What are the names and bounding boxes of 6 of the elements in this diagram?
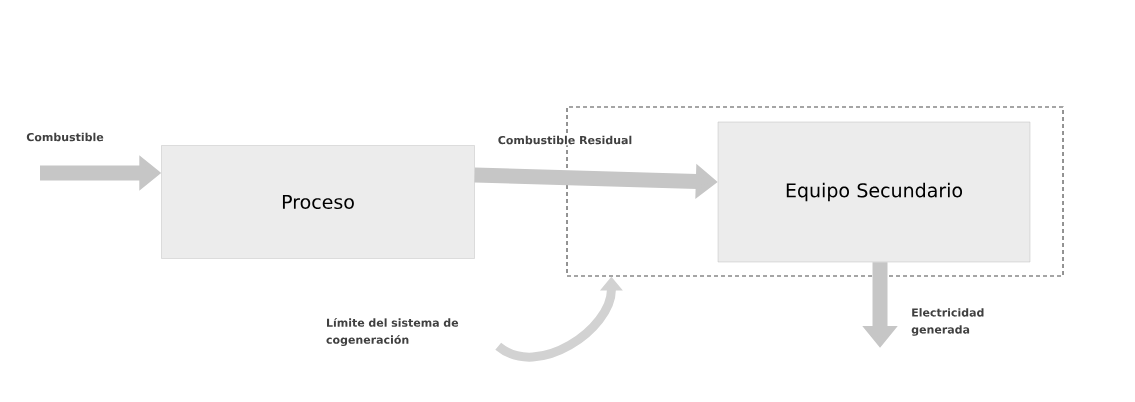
boundary-label: Límite del sistema de cogeneración bbox=[326, 317, 459, 347]
process-box: Proceso bbox=[161, 145, 475, 259]
edge-label: Combustible Residual bbox=[496, 134, 634, 146]
edge-label: Electricidad generada bbox=[910, 307, 993, 337]
process-box: Equipo Secundario bbox=[717, 121, 1031, 263]
edge-label: Combustible bbox=[25, 131, 105, 143]
